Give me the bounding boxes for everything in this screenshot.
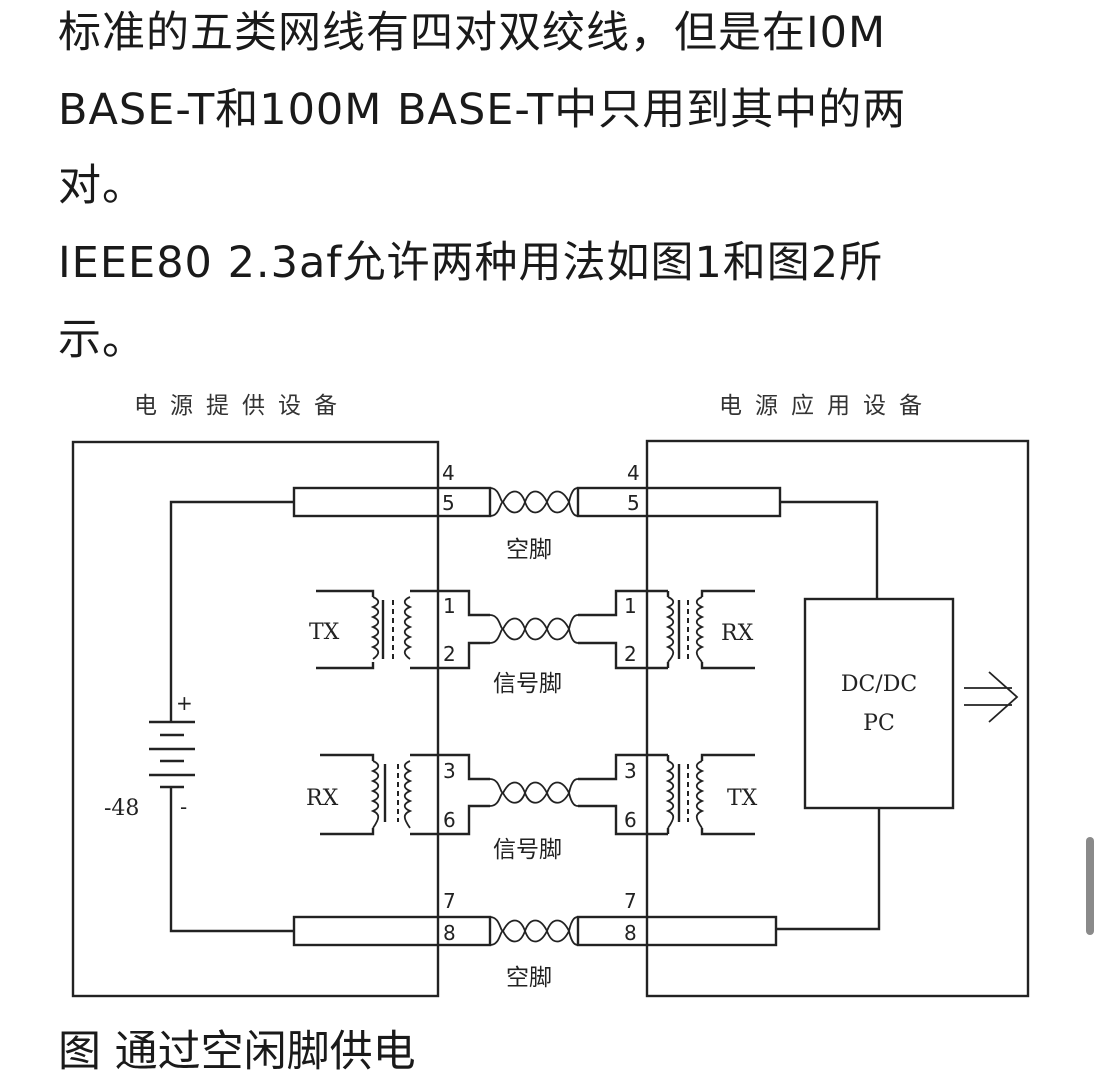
coil-icon [403, 760, 413, 829]
twist-7-8 [489, 916, 579, 946]
tx-label: TX [309, 620, 340, 645]
pin-label: 1 [624, 594, 637, 618]
battery-plus-label: + [176, 691, 193, 715]
dc-dc-converter: DC/DC PC [776, 500, 1019, 931]
output-arrow-icon [964, 671, 1019, 723]
paragraph-1-line-1: 标准的五类网线有四对双绞线，但是在I0M [58, 8, 887, 58]
battery-voltage-label: -48 [104, 796, 139, 821]
left-connector-4-5 [292, 486, 492, 518]
right-box-title: 电源应用设备 [719, 393, 935, 419]
tx-label: TX [727, 786, 758, 811]
pin-label: 8 [624, 921, 637, 945]
coil-icon [695, 760, 705, 829]
coil-icon [403, 596, 413, 660]
pin-label: 2 [443, 642, 456, 666]
twist-1-2 [489, 614, 579, 644]
coil-icon [370, 596, 380, 660]
pin-label: 3 [443, 759, 456, 783]
cable-pair-7-8: 7 8 7 8 空脚 [292, 889, 778, 991]
cable-pair-1-2: 1 2 1 2 信号脚 [410, 589, 668, 697]
figure-caption: 图 通过空闲脚供电 [58, 1027, 416, 1077]
converter-box [803, 597, 955, 810]
poe-spare-pair-diagram: 电源提供设备 电源应用设备 4 5 4 5 空脚 1 2 1 2 信号脚 3 6… [71, 393, 1030, 998]
left-box-title: 电源提供设备 [134, 393, 350, 419]
cable-pair-4-5: 4 5 4 5 空脚 [292, 461, 782, 563]
left-transformer-tx: TX [309, 589, 413, 670]
left-connector-1-2 [410, 589, 490, 670]
battery: + - -48 [104, 500, 294, 933]
power-sourcing-equipment-box [71, 440, 440, 998]
right-connector-3-6 [578, 753, 668, 836]
paragraph-1-line-2: BASE-T和100M BASE-T中只用到其中的两 [58, 85, 907, 135]
pin-label: 7 [443, 889, 456, 913]
pin-label: 7 [624, 889, 637, 913]
vertical-scrollbar[interactable] [1086, 837, 1094, 935]
pin-label: 6 [624, 808, 637, 832]
pin-label: 5 [627, 491, 640, 515]
coil-icon [665, 596, 675, 663]
coil-icon [695, 596, 705, 663]
left-connector-3-6 [410, 753, 490, 836]
cable-pair-3-6: 3 6 3 6 信号脚 [410, 753, 668, 863]
pair-label: 空脚 [506, 537, 552, 563]
pin-label: 2 [624, 642, 637, 666]
pin-label: 5 [442, 491, 455, 515]
paragraph-2-line-1: IEEE80 2.3af允许两种用法如图1和图2所 [58, 238, 884, 288]
coil-icon [665, 760, 675, 829]
coil-icon [370, 760, 380, 829]
right-connector-4-5 [576, 486, 782, 518]
pair-label: 信号脚 [493, 837, 562, 863]
left-connector-7-8 [292, 915, 492, 947]
rx-label: RX [721, 621, 754, 646]
pair-label: 信号脚 [493, 671, 562, 697]
pin-label: 6 [443, 808, 456, 832]
pin-label: 4 [627, 461, 640, 485]
right-connector-7-8 [576, 915, 778, 947]
left-transformer-rx: RX [306, 753, 413, 836]
paragraph-1-line-3: 对。 [58, 161, 146, 211]
pin-label: 8 [443, 921, 456, 945]
converter-label-line-2: PC [863, 711, 895, 736]
right-transformer-rx: RX [665, 589, 755, 670]
twist-3-6 [489, 778, 579, 807]
paragraph-2-line-2: 示。 [58, 315, 146, 365]
powered-device-box [645, 439, 1030, 998]
converter-label-line-1: DC/DC [841, 672, 917, 697]
battery-minus-label: - [180, 795, 187, 819]
pin-label: 4 [442, 461, 455, 485]
pin-label: 1 [443, 594, 456, 618]
rx-label: RX [306, 786, 339, 811]
pin-label: 3 [624, 759, 637, 783]
right-transformer-tx: TX [665, 753, 758, 836]
pair-label: 空脚 [506, 965, 552, 991]
right-connector-1-2 [578, 589, 668, 670]
twist-4-5 [489, 487, 579, 517]
